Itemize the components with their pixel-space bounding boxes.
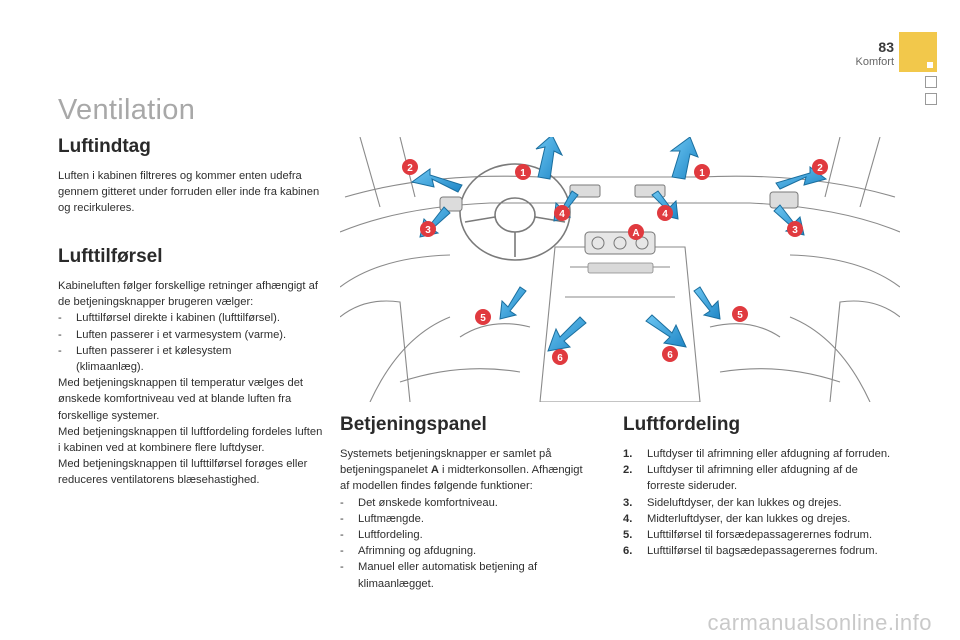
svg-text:4: 4 <box>662 209 668 220</box>
marker-5-right: 5 <box>732 306 748 322</box>
list-item: -Luften passerer i et kølesystem (klimaa… <box>58 344 232 374</box>
airflow-arrow-icon <box>693 286 721 320</box>
svg-text:6: 6 <box>667 350 673 361</box>
list-item: 5.Lufttilførsel til forsædepassagerernes… <box>623 529 873 542</box>
panel-heading: Betjeningspanel <box>340 414 487 435</box>
distribution-heading: Luftfordeling <box>623 414 741 435</box>
list-item: -Manuel eller automatisk betjening af kl… <box>340 561 538 590</box>
intake-heading: Luftindtag <box>58 136 151 157</box>
list-item: -Luftfordeling. <box>340 529 423 542</box>
marker-4-right: 4 <box>657 205 673 221</box>
list-item: -Lufttilførsel direkte i kabinen (luftti… <box>58 312 280 325</box>
marker-A: A <box>628 224 644 240</box>
panel-intro: Systemets betjeningsknapper er samlet på… <box>340 448 583 493</box>
watermark: carmanualsonline.info <box>707 610 932 635</box>
svg-text:5: 5 <box>737 310 743 321</box>
svg-text:1: 1 <box>699 168 705 179</box>
list-item: 1.Luftdyser til afrimning eller afdugnin… <box>623 448 891 460</box>
svg-text:5: 5 <box>480 313 486 324</box>
supply-paragraph: Med betjeningsknappen til luftfordeling … <box>58 425 323 455</box>
marker-3-right: 3 <box>787 221 803 237</box>
section-name: Komfort <box>855 56 894 68</box>
distribution-section: Luftfordeling 1.Luftdyser til afrimning … <box>623 414 898 559</box>
intake-section: Luftindtag Luften i kabinen filtreres og… <box>58 136 320 217</box>
svg-text:1: 1 <box>520 168 526 179</box>
list-item: 3.Sideluftdyser, der kan lukkes og dreje… <box>623 496 842 509</box>
airflow-arrow-icon <box>547 316 587 352</box>
marker-6-left: 6 <box>552 349 568 365</box>
airflow-arrow-icon <box>499 286 527 320</box>
marker-1-left: 1 <box>515 164 531 180</box>
svg-text:2: 2 <box>817 163 823 174</box>
list-item: -Luften passerer i et varmesystem (varme… <box>58 328 287 341</box>
svg-text:A: A <box>632 228 639 239</box>
airflow-arrow-icon <box>645 314 687 348</box>
svg-text:3: 3 <box>425 225 431 236</box>
page-title: Ventilation <box>58 94 196 126</box>
list-item: -Afrimning og afdugning. <box>340 545 477 558</box>
airflow-arrow-icon <box>535 137 564 180</box>
supply-heading: Lufttilførsel <box>58 246 163 267</box>
list-item: 4.Midterluftdyser, der kan lukkes og dre… <box>623 512 851 525</box>
steering-wheel-icon <box>459 163 571 261</box>
dashboard-ventilation-illustration: 1 1 2 2 3 3 4 4 5 5 6 6 A <box>340 137 900 402</box>
marker-6-right: 6 <box>662 346 678 362</box>
svg-text:3: 3 <box>792 225 798 236</box>
list-item: -Luftmængde. <box>340 512 424 525</box>
marker-2-right: 2 <box>812 159 828 175</box>
supply-paragraph: Med betjeningsknappen til temperatur væl… <box>58 377 304 422</box>
intake-body: Luften i kabinen filtreres og kommer ent… <box>58 170 320 215</box>
svg-text:6: 6 <box>557 353 563 364</box>
panel-section: Betjeningspanel Systemets betjeningsknap… <box>340 414 590 592</box>
chapter-tab <box>899 32 937 72</box>
chapter-tab-box <box>925 76 937 88</box>
supply-intro: Kabineluften følger forskellige retninge… <box>58 280 318 309</box>
airflow-arrow-icon <box>410 168 463 193</box>
marker-4-left: 4 <box>554 205 570 221</box>
tab-marker-icon <box>927 62 933 68</box>
marker-3-left: 3 <box>420 221 436 237</box>
marker-1-right: 1 <box>694 164 710 180</box>
control-panel-icon <box>584 231 656 255</box>
supply-section: Lufttilførsel Kabineluften følger forske… <box>58 246 323 489</box>
svg-text:4: 4 <box>559 209 565 220</box>
svg-text:2: 2 <box>407 163 413 174</box>
airflow-arrow-icon <box>669 137 699 180</box>
marker-5-left: 5 <box>475 309 491 325</box>
marker-2-left: 2 <box>402 159 418 175</box>
air-vent-icon <box>439 184 799 212</box>
chapter-tab-box <box>925 93 937 105</box>
supply-paragraph: Med betjeningsknappen til lufttilførsel … <box>58 458 308 487</box>
list-item: -Det ønskede komfortniveau. <box>340 496 498 509</box>
page-number: 83 <box>878 39 894 55</box>
list-item: 6.Lufttilførsel til bagsædepassagerernes… <box>623 545 878 558</box>
list-item: 2.Luftdyser til afrimning eller afdugnin… <box>623 464 858 493</box>
